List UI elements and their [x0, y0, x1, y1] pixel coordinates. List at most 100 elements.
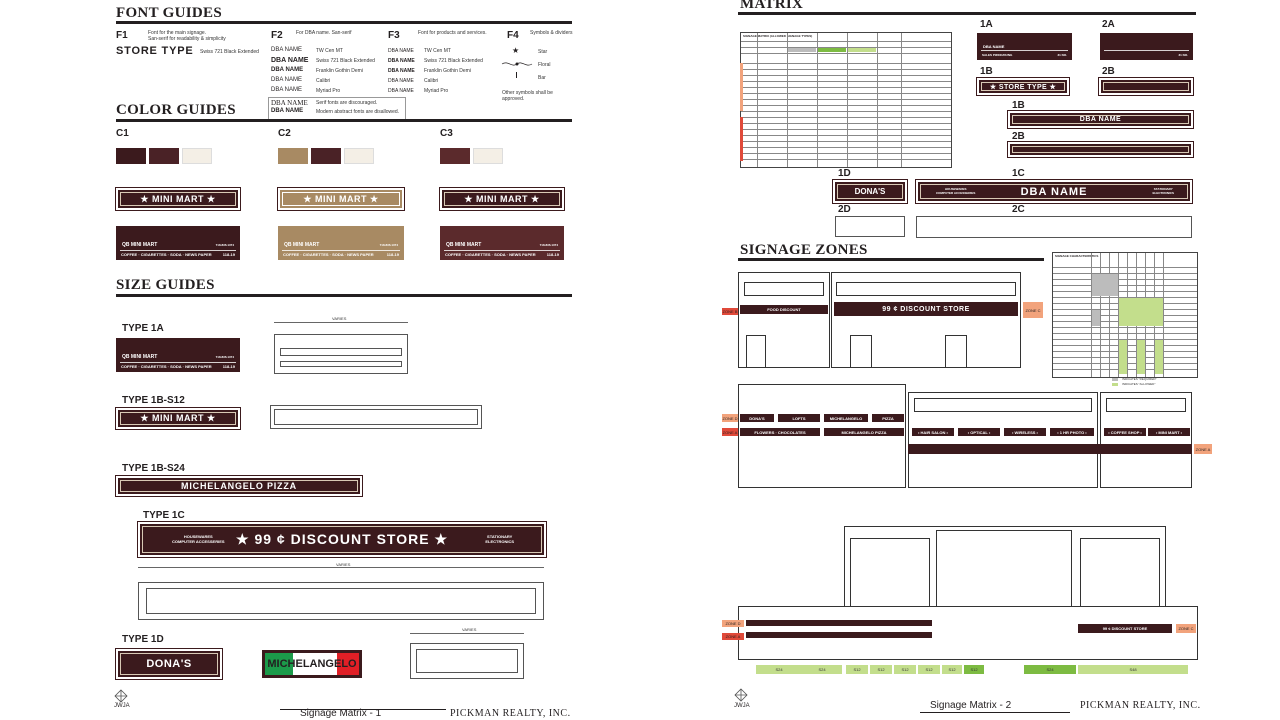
elev3-window-right — [1080, 538, 1160, 616]
f3-sample-0: DBA NAME — [388, 48, 414, 54]
left-footer-rule — [280, 709, 446, 710]
zone-c2-tag: ZONE C — [1176, 624, 1196, 633]
elev1-door-1 — [746, 335, 766, 368]
label-2c: 2C — [1012, 204, 1025, 215]
legend-allowed-swatch — [1112, 383, 1118, 386]
color-guides-rule — [116, 119, 572, 122]
elev2-sign-lofts: LOFTS — [778, 414, 820, 422]
sign-2d — [835, 216, 905, 237]
f2-sample-3: DBA NAME — [271, 77, 303, 83]
elev2-sign-coffee: • COFFEE SHOP • — [1104, 428, 1146, 436]
f4-note: Other symbols shall be approved. — [502, 90, 553, 102]
c2-sign: ★ MINI MART ★ — [277, 187, 405, 211]
type1a-panel: QB MINI MART 718.836.1374 COFFEE · CIGAR… — [116, 338, 240, 372]
type1c-dim-label: VARIES — [336, 562, 351, 567]
f2-sample-0: DBA NAME — [271, 47, 303, 53]
label-1b-long: 1B — [1012, 100, 1025, 111]
elevation-2-right — [1100, 392, 1192, 488]
color-guides-title: COLOR GUIDES — [116, 102, 236, 118]
f2-font-2: Franklin Gothin Demi — [316, 68, 363, 74]
zone-a-tag: ZONE A — [722, 428, 738, 436]
label-1a: 1A — [980, 19, 993, 30]
type1d-sign-michelangelo: MICHELANGELO — [262, 650, 362, 678]
f4-item-1: Floral — [538, 62, 551, 68]
bar-divider-icon — [516, 72, 517, 78]
type1a-label: TYPE 1A — [122, 323, 164, 334]
f2-font-0: TW Cen MT — [316, 48, 343, 54]
band-9: S48 — [1078, 665, 1188, 674]
zones-title: SIGNAGE ZONES — [740, 242, 868, 258]
f3-sample-1: DBA NAME — [388, 58, 415, 64]
zone-a3-tag: ZONE A — [722, 633, 744, 640]
zone-b-tag: ZONE B — [722, 308, 738, 315]
f2-sample-1: DBA NAME — [271, 57, 309, 64]
elev2-sign-hair-salon: • HAIR SALON • — [912, 428, 954, 436]
elevation-1-left — [738, 272, 830, 368]
right-footer-title: Signage Matrix - 2 — [930, 700, 1012, 711]
band-1: S24 — [802, 665, 842, 674]
type1b12-sign: ★ MINI MART ★ — [115, 407, 241, 430]
label-1c: 1C — [1012, 168, 1025, 179]
f4-code: F4 — [507, 30, 519, 41]
elev2-sign-wireless: • WIRELESS • — [1004, 428, 1046, 436]
c1-swatch-2 — [149, 148, 179, 164]
type1b12-label: TYPE 1B-S12 — [122, 395, 185, 406]
f3-sample-2: DBA NAME — [388, 68, 415, 74]
type1c-dim-line — [138, 567, 544, 568]
type1b12-drawing — [270, 405, 482, 429]
sign-1c: HOUSEWARES COMPUTER ACCESSERIES DBA NAME… — [915, 179, 1193, 204]
band-3: S12 — [870, 665, 892, 674]
band-2: S12 — [846, 665, 868, 674]
star-icon: ★ — [512, 46, 520, 55]
f1-code: F1 — [116, 30, 128, 41]
sign-1d: DONA'S — [832, 179, 908, 204]
sign-1a: DBA NAME SALES PIZINC/DUNG 31 NO. — [977, 33, 1072, 60]
label-2a: 2A — [1102, 19, 1115, 30]
left-footer-title: Signage Matrix - 1 — [300, 708, 382, 719]
jwja-logo-icon — [114, 689, 128, 703]
zone-d2-tag: ZONE D — [722, 620, 744, 627]
type1c-sign: HOUSEWARES COMPUTER ACCESSERIES ★ 99 ¢ D… — [137, 521, 547, 558]
f3-sample-4: DBA NAME — [388, 88, 414, 94]
f2-note-1: Modern abstract fonts are disallowed. — [316, 109, 400, 115]
f3-font-0: TW Cen MT — [424, 48, 451, 54]
f3-sample-3: DBA NAME — [388, 78, 414, 84]
legend-required-swatch — [1112, 378, 1118, 381]
elev2-lower-sign-band — [908, 444, 1192, 454]
f2-note-0: Serif fonts are discouraged. — [316, 100, 378, 106]
type1b12-drawing-inner — [274, 409, 478, 425]
sign-2b — [1098, 77, 1194, 96]
matrix-table: SIGNAGE MATRIX (ALLOWED SIGNAGE TYPES) — [740, 32, 952, 168]
matrix-rule — [738, 12, 1196, 15]
type1c-drawing — [138, 582, 544, 620]
f2-sample-2: DBA NAME — [271, 67, 304, 73]
elev1-sign-food: FOOD DISCOUNT — [740, 305, 828, 314]
jwja-logo-icon-right — [734, 688, 748, 702]
label-1b: 1B — [980, 66, 993, 77]
type1d-label: TYPE 1D — [122, 634, 164, 645]
elev2-sign-photo: • 1 HR PHOTO • — [1050, 428, 1094, 436]
c2-panel: QB MINI MART 718.836.1374 COFFEE · CIGAR… — [278, 226, 404, 260]
matrix-title: MATRIX — [740, 0, 804, 12]
f3-font-4: Myriad Pro — [424, 88, 449, 94]
f2-desc: For DBA name. San-serif — [296, 30, 352, 36]
f4-item-0: Star — [538, 49, 548, 55]
c1-swatch-1 — [116, 148, 146, 164]
type1a-inner-band-2 — [280, 361, 402, 367]
elevation-2-left — [738, 384, 906, 488]
elev1-upper-window — [744, 282, 824, 296]
f2-note-sample-1: DBA NAME — [271, 108, 304, 114]
c2-swatch-3 — [344, 148, 374, 164]
f3-font-3: Calibri — [424, 78, 439, 84]
elev2-sign-michelangelo: MICHELANGELO — [824, 414, 868, 422]
sign-2a: 31 NO. — [1100, 33, 1193, 60]
sign-2c — [916, 216, 1192, 238]
type1d-drawing-inner — [416, 649, 518, 673]
band-7: S12 — [964, 665, 984, 674]
font-guides-rule — [116, 21, 572, 24]
elev2-sign-donas: DONA'S — [740, 414, 774, 422]
c2-swatch-1 — [278, 148, 308, 164]
floral-divider-icon — [501, 62, 533, 66]
label-2b-long: 2B — [1012, 131, 1025, 142]
sign-1b: ★ STORE TYPE ★ — [976, 77, 1070, 96]
